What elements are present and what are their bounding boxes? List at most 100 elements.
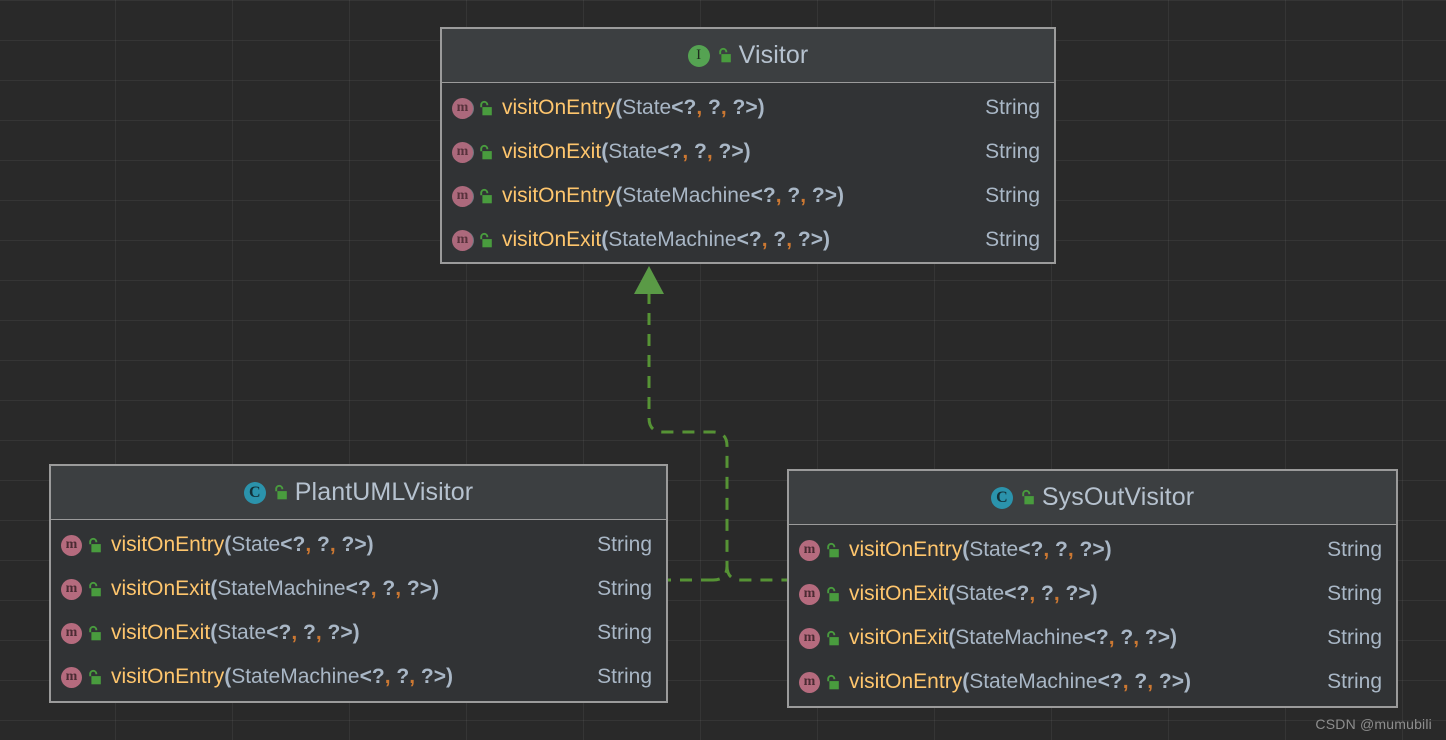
method-icon: m	[61, 622, 82, 644]
generic-part: ?	[781, 184, 801, 207]
method-name: visitOnEntry	[111, 533, 225, 556]
member-signature: visitOnEntry(StateMachine<?, ?, ?>)	[502, 184, 942, 208]
generic-comma: ,	[682, 140, 689, 163]
method-name: visitOnEntry	[849, 538, 963, 561]
generic-comma: ,	[720, 96, 727, 119]
param-type: StateMachine	[231, 665, 360, 688]
unlocked-padlock-icon	[827, 586, 839, 601]
unlocked-padlock-icon	[480, 144, 492, 159]
watermark-text: CSDN @mumubili	[1315, 716, 1432, 732]
method-name: visitOnEntry	[111, 665, 225, 688]
unlocked-padlock-icon	[827, 630, 839, 645]
generic-part: ?>	[321, 621, 353, 644]
generic-part: <?	[345, 577, 371, 600]
method-icon: m	[799, 671, 820, 693]
generic-comma: ,	[1043, 538, 1050, 561]
generic-part: <?	[359, 665, 385, 688]
generic-comma: ,	[409, 665, 416, 688]
method-name: visitOnExit	[502, 140, 602, 163]
generic-part: ?>	[712, 140, 744, 163]
paren-close: )	[823, 228, 830, 251]
method-name: visitOnExit	[111, 577, 211, 600]
member-return-type: String	[985, 140, 1040, 163]
paren-open: (	[224, 665, 232, 688]
uml-member-row[interactable]: m visitOnEntry(StateMachine<?, ?, ?>) Stri…	[442, 174, 1054, 218]
generic-part: ?>	[415, 665, 447, 688]
method-name: visitOnEntry	[502, 184, 616, 207]
uml-member-row[interactable]: m visitOnExit(State<?, ?, ?>) String	[51, 611, 666, 655]
generic-part: <?	[280, 533, 306, 556]
param-type: State	[955, 582, 1005, 605]
generic-part: <?	[657, 140, 683, 163]
abstract-method-icon: m	[452, 229, 473, 251]
member-signature: visitOnExit(StateMachine<?, ?, ?>)	[111, 577, 562, 601]
generic-part: <?	[1083, 626, 1109, 649]
member-return-type: String	[597, 577, 652, 600]
param-type: State	[217, 621, 267, 644]
paren-open: (	[615, 96, 623, 119]
param-type: State	[231, 533, 281, 556]
unlocked-padlock-icon	[480, 188, 492, 203]
member-icon-group: m	[61, 622, 102, 644]
member-icon-group: m	[61, 666, 102, 688]
method-name: visitOnEntry	[849, 670, 963, 693]
paren-close: )	[757, 96, 765, 119]
member-signature: visitOnExit(State<?, ?, ?>)	[111, 621, 562, 645]
generic-comma: ,	[696, 96, 703, 119]
paren-close: )	[1104, 538, 1112, 561]
generic-part: <?	[736, 228, 762, 251]
uml-box-title: Visitor	[738, 41, 809, 69]
member-return-type: String	[985, 184, 1040, 207]
uml-box-header[interactable]: I Visitor	[442, 29, 1054, 83]
unlocked-padlock-icon	[89, 537, 101, 552]
paren-close: )	[366, 533, 374, 556]
member-icon-group: m	[452, 229, 493, 251]
generic-comma: ,	[370, 577, 377, 600]
generic-part: ?>	[1139, 626, 1170, 649]
interface-icon: I	[687, 44, 710, 67]
generic-part: ?	[1035, 582, 1054, 605]
generic-part: ?	[1114, 626, 1134, 649]
abstract-method-icon: m	[452, 141, 473, 163]
param-type: StateMachine	[217, 577, 346, 600]
generic-comma: ,	[291, 621, 298, 644]
abstract-method-icon: m	[452, 185, 473, 207]
unlocked-padlock-icon	[827, 674, 839, 689]
generic-part: ?	[702, 96, 721, 119]
member-signature: visitOnEntry(StateMachine<?, ?, ?>)	[111, 665, 562, 689]
member-icon-group: m	[799, 671, 840, 693]
generic-part: ?	[297, 621, 316, 644]
unlocked-padlock-icon	[480, 100, 492, 115]
generic-comma: ,	[1122, 670, 1129, 693]
generic-part: <?	[671, 96, 697, 119]
generic-comma: ,	[786, 228, 793, 251]
unlocked-padlock-icon	[89, 669, 101, 684]
member-return-type: String	[597, 621, 652, 644]
generic-part: ?>	[806, 184, 838, 207]
generic-comma: ,	[761, 228, 768, 251]
class-icon: C	[990, 486, 1013, 509]
paren-open: (	[601, 140, 609, 163]
member-return-type: String	[1327, 626, 1382, 649]
method-icon: m	[799, 539, 820, 561]
generic-comma: ,	[395, 577, 402, 600]
generic-part: <?	[1004, 582, 1030, 605]
param-type: StateMachine	[969, 670, 1098, 693]
